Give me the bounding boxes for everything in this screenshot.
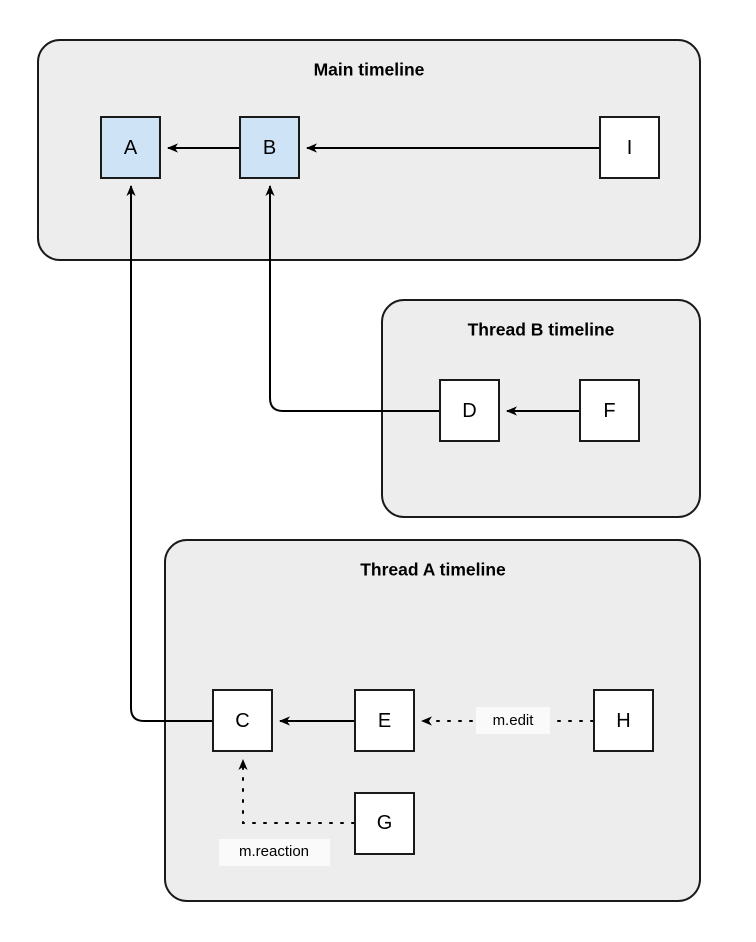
edge-label-m-reaction-text: m.reaction	[239, 843, 309, 860]
node-D-label: D	[462, 400, 476, 422]
node-I-label: I	[627, 137, 633, 159]
group-main-timeline[interactable]: Main timeline	[37, 39, 701, 261]
node-A-box	[100, 116, 161, 179]
node-E-box	[354, 689, 415, 752]
node-D[interactable]: D	[439, 379, 500, 442]
node-B-label: B	[263, 137, 276, 159]
node-D-box	[439, 379, 500, 442]
node-A[interactable]: A	[100, 116, 161, 179]
edge-label-m-reaction-bg	[219, 839, 330, 866]
group-thread-a-timeline[interactable]: Thread A timeline	[164, 539, 701, 902]
group-thread-b-timeline-title: Thread B timeline	[468, 320, 615, 340]
group-main-timeline-box	[37, 39, 701, 261]
edge-label-m-edit: m.edit	[476, 707, 550, 734]
edge-label-m-edit-text: m.edit	[493, 712, 535, 729]
node-C-label: C	[235, 710, 249, 732]
node-E[interactable]: E	[354, 689, 415, 752]
node-A-label: A	[124, 137, 138, 159]
group-thread-a-timeline-title: Thread A timeline	[360, 560, 506, 580]
edge-g-to-c	[238, 759, 355, 824]
node-I-box	[599, 116, 660, 179]
node-C[interactable]: C	[212, 689, 273, 752]
node-H-box	[593, 689, 654, 752]
node-G-box	[354, 792, 415, 855]
node-F-box	[579, 379, 640, 442]
node-B[interactable]: B	[239, 116, 300, 179]
group-main-timeline-title: Main timeline	[314, 60, 425, 80]
node-C-box	[212, 689, 273, 752]
group-thread-b-timeline-box	[381, 299, 701, 518]
edge-d-to-b	[265, 185, 439, 412]
group-thread-b-timeline[interactable]: Thread B timeline	[381, 299, 701, 518]
node-G[interactable]: G	[354, 792, 415, 855]
node-E-label: E	[378, 710, 391, 732]
edge-label-m-edit-bg	[476, 707, 550, 734]
node-I[interactable]: I	[599, 116, 660, 179]
node-F[interactable]: F	[579, 379, 640, 442]
edge-label-m-reaction: m.reaction	[219, 839, 330, 866]
node-H[interactable]: H	[593, 689, 654, 752]
node-B-box	[239, 116, 300, 179]
edge-c-to-a	[126, 185, 212, 722]
node-G-label: G	[377, 812, 393, 834]
node-F-label: F	[603, 400, 615, 422]
node-H-label: H	[616, 710, 630, 732]
